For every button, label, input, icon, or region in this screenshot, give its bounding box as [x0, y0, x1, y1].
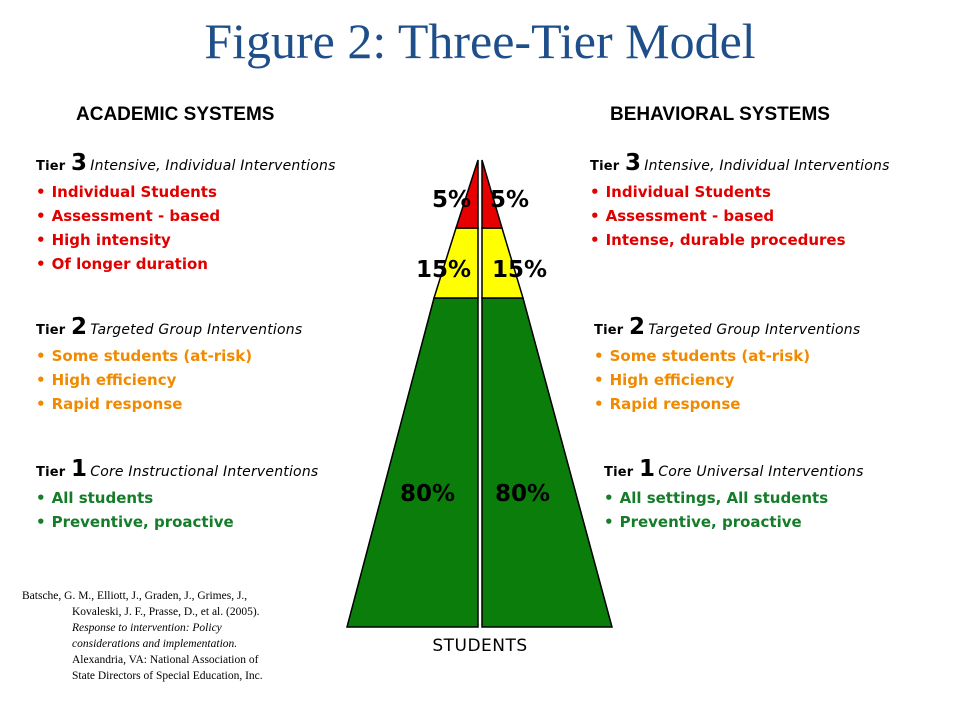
- tier-word: Tier: [36, 323, 66, 338]
- behavioral-tier3-list: Individual Students Assessment - based I…: [590, 180, 960, 252]
- tier-word: Tier: [604, 465, 634, 480]
- pct-left-tier1: 80%: [400, 481, 455, 507]
- tier-label: Targeted Group Interventions: [648, 322, 861, 338]
- academic-tier3-list: Individual Students Assessment - based H…: [36, 180, 416, 276]
- tier-number: 1: [639, 456, 656, 482]
- tier-label: Core Universal Interventions: [658, 464, 864, 480]
- list-item: Of longer duration: [36, 252, 416, 276]
- tier-label: Core Instructional Interventions: [90, 464, 319, 480]
- pyramid-left-tier1: [346, 297, 479, 628]
- pct-left-tier2: 15%: [416, 257, 471, 283]
- list-item: Preventive, proactive: [604, 510, 960, 534]
- list-item: Rapid response: [594, 392, 960, 416]
- tier-word: Tier: [36, 465, 66, 480]
- list-item: Individual Students: [590, 180, 960, 204]
- list-item: All settings, All students: [604, 486, 960, 510]
- list-item: Assessment - based: [590, 204, 960, 228]
- citation-line: State Directors of Special Education, In…: [72, 670, 263, 682]
- tier-number: 2: [629, 314, 646, 340]
- tier-word: Tier: [594, 323, 624, 338]
- list-item: All students: [36, 486, 416, 510]
- tier-word: Tier: [36, 159, 66, 174]
- tier-word: Tier: [590, 159, 620, 174]
- list-item: High efficiency: [36, 368, 416, 392]
- pct-right-tier3: 5%: [490, 187, 529, 213]
- list-item: Rapid response: [36, 392, 416, 416]
- pct-left-tier3: 5%: [432, 187, 471, 213]
- list-item: High efficiency: [594, 368, 960, 392]
- tier-label: Intensive, Individual Interventions: [90, 158, 336, 174]
- citation-line: Batsche, G. M., Elliott, J., Graden, J.,…: [22, 590, 248, 602]
- behavioral-tier2-list: Some students (at-risk) High efficiency …: [594, 344, 960, 416]
- citation-line: considerations and implementation.: [72, 638, 238, 650]
- tier-label: Intensive, Individual Interventions: [644, 158, 890, 174]
- behavioral-tier1-list: All settings, All students Preventive, p…: [604, 486, 960, 534]
- behavioral-systems-heading: BEHAVIORAL SYSTEMS: [610, 104, 830, 125]
- tier-number: 1: [71, 456, 88, 482]
- pct-right-tier1: 80%: [495, 481, 550, 507]
- citation-line: Response to intervention: Policy: [72, 622, 222, 634]
- tier-number: 2: [71, 314, 88, 340]
- list-item: Preventive, proactive: [36, 510, 416, 534]
- list-item: Intense, durable procedures: [590, 228, 960, 252]
- list-item: Some students (at-risk): [36, 344, 416, 368]
- pyramid-right-tier3: [481, 159, 504, 229]
- tier-label: Targeted Group Interventions: [90, 322, 303, 338]
- academic-systems-heading: ACADEMIC SYSTEMS: [76, 104, 275, 125]
- list-item: High intensity: [36, 228, 416, 252]
- list-item: Individual Students: [36, 180, 416, 204]
- academic-tier2-list: Some students (at-risk) High efficiency …: [36, 344, 416, 416]
- pct-right-tier2: 15%: [492, 257, 547, 283]
- students-label: STUDENTS: [432, 636, 528, 656]
- tier-number: 3: [71, 150, 88, 176]
- pyramid-right-tier1: [481, 297, 613, 628]
- academic-tier1-list: All students Preventive, proactive: [36, 486, 416, 534]
- pyramid-left-tier3: [454, 159, 479, 229]
- list-item: Some students (at-risk): [594, 344, 960, 368]
- citation-line: Alexandria, VA: National Association of: [72, 654, 259, 666]
- tier-number: 3: [625, 150, 642, 176]
- list-item: Assessment - based: [36, 204, 416, 228]
- citation: Batsche, G. M., Elliott, J., Graden, J.,…: [22, 588, 322, 684]
- page-title: Figure 2: Three-Tier Model: [204, 13, 756, 69]
- citation-line: Kovaleski, J. F., Prasse, D., et al. (20…: [72, 606, 260, 618]
